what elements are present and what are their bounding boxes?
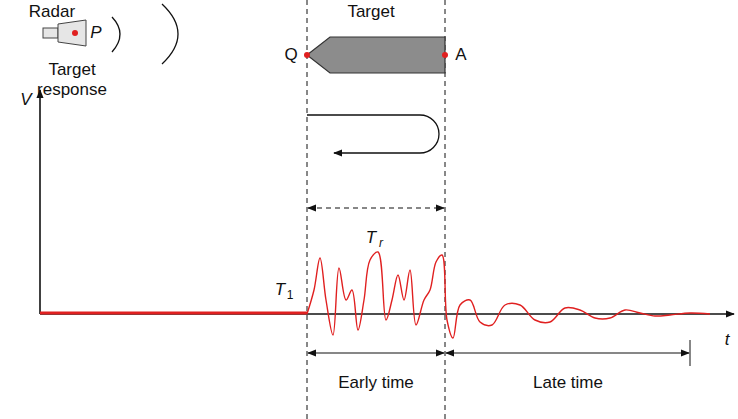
point-label: P bbox=[90, 23, 101, 42]
axis-label: t bbox=[725, 330, 730, 349]
time-symbol-box: T bbox=[366, 228, 376, 248]
radar-point bbox=[72, 30, 78, 36]
target-label: Target bbox=[347, 2, 394, 21]
time-subscript-box: r bbox=[379, 237, 383, 251]
span-tick bbox=[690, 340, 691, 366]
span-arrow bbox=[446, 352, 689, 353]
time-subscript-box: 1 bbox=[287, 289, 294, 303]
span-label-box: Early time bbox=[338, 373, 414, 393]
radar-body bbox=[58, 20, 86, 46]
wave-front bbox=[112, 17, 120, 52]
target-label-box: Target bbox=[347, 2, 394, 22]
guide-line bbox=[307, 0, 308, 419]
radar-label: Radar bbox=[29, 2, 75, 21]
axis-label-box: V bbox=[20, 90, 31, 110]
time-symbol-box: T bbox=[275, 280, 285, 300]
point-label-box: P bbox=[90, 23, 101, 43]
time-subscript: 1 bbox=[287, 288, 294, 302]
point-a bbox=[442, 52, 448, 58]
target-shape bbox=[307, 37, 445, 73]
span-arrow bbox=[308, 352, 444, 353]
point-q bbox=[304, 52, 310, 58]
quiet-signal bbox=[40, 312, 307, 315]
span-label: Early time bbox=[338, 373, 414, 392]
time-symbol: T bbox=[366, 228, 376, 247]
v-axis bbox=[39, 90, 41, 314]
response-label: Target response bbox=[37, 60, 107, 99]
point-label: A bbox=[455, 45, 466, 64]
axis-label: V bbox=[20, 90, 31, 109]
travel-arrow bbox=[307, 115, 439, 153]
point-label-box: Q bbox=[284, 45, 297, 65]
response-waveform bbox=[307, 252, 710, 338]
wave-front bbox=[162, 4, 178, 64]
axis-label-box: t bbox=[725, 330, 730, 350]
point-label-box: A bbox=[455, 45, 466, 65]
span-arrow bbox=[308, 207, 444, 208]
time-symbol: T bbox=[275, 280, 285, 299]
span-label-box: Late time bbox=[533, 373, 603, 393]
radar-label-box: Radar bbox=[29, 2, 75, 22]
t-axis bbox=[40, 313, 734, 315]
point-label: Q bbox=[284, 45, 297, 64]
time-subscript: r bbox=[379, 236, 383, 250]
span-label: Late time bbox=[533, 373, 603, 392]
response-label-box: Target response bbox=[31, 60, 113, 99]
radar-feed bbox=[43, 28, 58, 38]
